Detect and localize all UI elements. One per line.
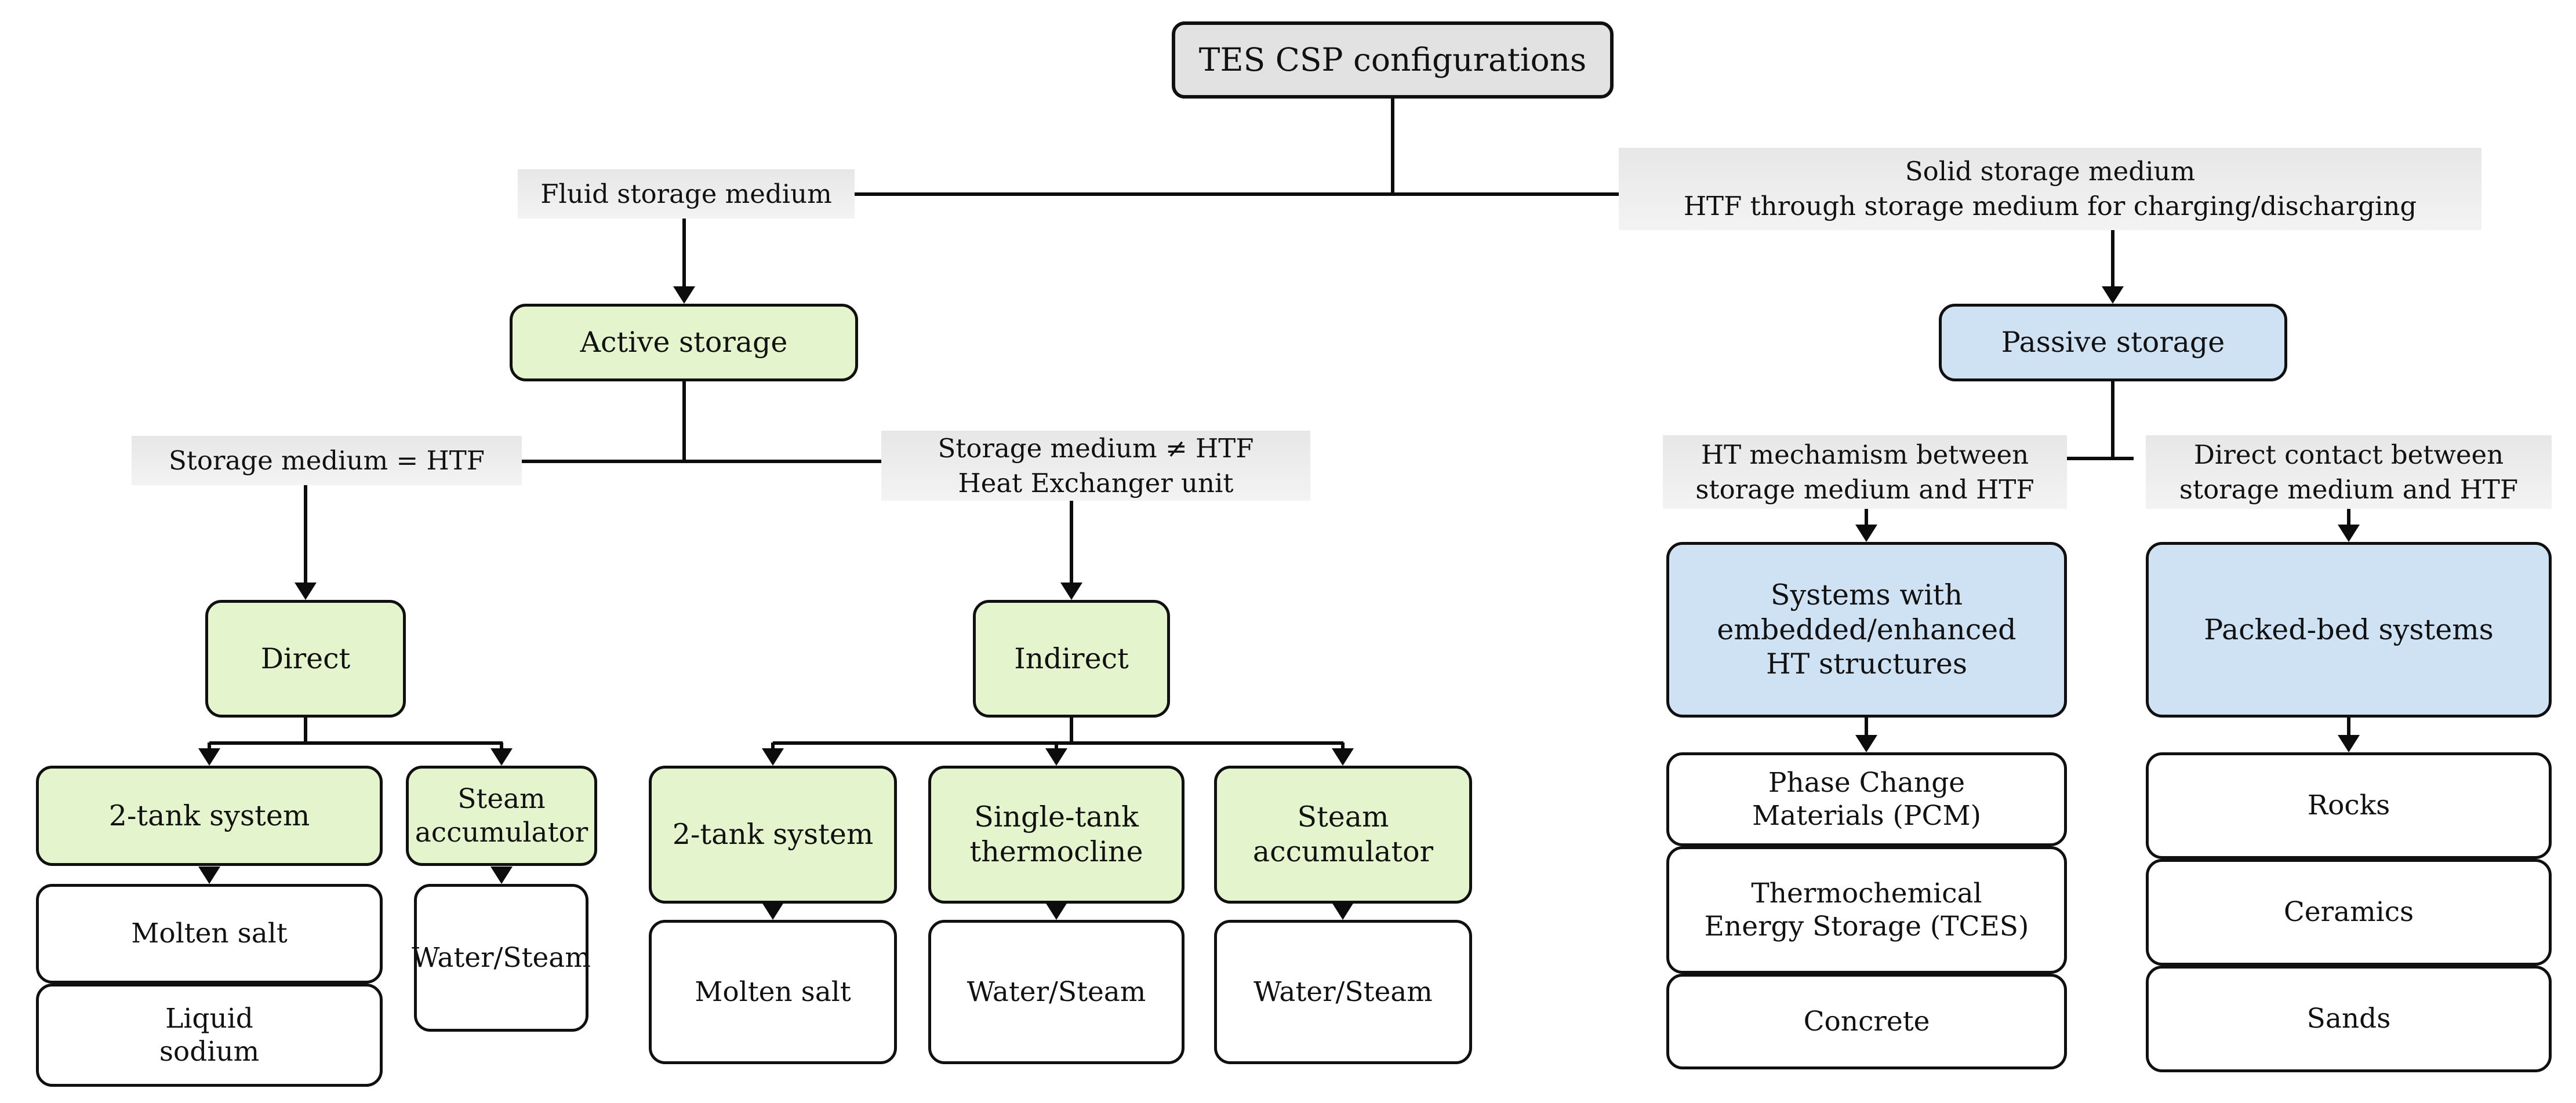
connector-passive-stem <box>2111 381 2114 460</box>
arrow-systems-to-pcm-stem <box>1865 718 1868 738</box>
label-fluid-storage-medium: Fluid storage medium <box>518 169 855 219</box>
arrow-ht-to-systems-head <box>1855 525 1877 542</box>
connector-root-trunk <box>1391 99 1394 195</box>
arrow-fluid-to-active-head <box>673 286 695 304</box>
arrow-neq-to-indirect-stem <box>1070 501 1073 584</box>
node-ceramics: Ceramics <box>2146 859 2552 966</box>
node-water-steam-mid1: Water/Steam <box>928 920 1185 1064</box>
arrow-indirect-to-steamacc-stem <box>1341 742 1345 751</box>
arrow-systems-to-pcm-head <box>1855 735 1877 752</box>
node-concrete: Concrete <box>1666 974 2067 1069</box>
node-water-steam-mid2: Water/Steam <box>1214 920 1472 1064</box>
node-2tank-system-mid: 2-tank system <box>649 766 897 904</box>
node-steam-accumulator-mid: Steam accumulator <box>1214 766 1472 904</box>
arrow-direct-to-steamacc-stem <box>500 742 503 751</box>
connector-direct-stem <box>304 718 307 744</box>
node-root: TES CSP configurations <box>1172 21 1614 99</box>
node-phase-change-materials: Phase Change Materials (PCM) <box>1666 752 2067 846</box>
arrow-dc-to-packed-stem <box>2347 509 2350 527</box>
node-liquid-sodium: Liquid sodium <box>36 984 383 1087</box>
arrow-solid-to-passive-head <box>2102 286 2124 304</box>
arrow-2tankleft-to-moltensalt-head <box>198 867 220 884</box>
label-solid-storage-medium: Solid storage medium HTF through storage… <box>1619 148 2481 230</box>
arrow-eq-to-direct-head <box>295 583 317 600</box>
arrow-indirect-to-2tank-head <box>762 748 784 766</box>
arrow-steamaccleft-to-watersteam-head <box>491 867 513 884</box>
label-storage-medium-not-equal-htf: Storage medium ≠ HTF Heat Exchanger unit <box>881 431 1310 501</box>
node-molten-salt-left: Molten salt <box>36 884 383 984</box>
label-direct-contact-between: Direct contact between storage medium an… <box>2146 435 2552 509</box>
label-storage-medium-equals-htf: Storage medium = HTF <box>132 436 522 485</box>
node-thermochemical-energy-storage: Thermochemical Energy Storage (TCES) <box>1666 846 2067 974</box>
node-sands: Sands <box>2146 966 2552 1072</box>
node-steam-accumulator-left: Steam accumulator <box>406 766 597 866</box>
arrow-indirect-to-2tank-stem <box>771 742 775 751</box>
arrow-indirect-to-singletank-head <box>1045 748 1067 766</box>
arrow-direct-to-2tank-stem <box>208 742 211 751</box>
arrow-solid-to-passive-stem <box>2111 230 2114 288</box>
node-rocks: Rocks <box>2146 752 2552 859</box>
arrow-ht-to-systems-stem <box>1865 509 1868 527</box>
connector-direct-horizontal <box>209 741 503 745</box>
connector-indirect-horizontal <box>773 741 1343 745</box>
connector-indirect-stem <box>1070 718 1073 744</box>
arrow-eq-to-direct-stem <box>304 485 307 584</box>
connector-active-stem <box>682 381 686 463</box>
node-water-steam-left: Water/Steam <box>412 884 591 1032</box>
node-systems-embedded-ht: Systems with embedded/enhanced HT struct… <box>1666 542 2067 718</box>
node-2tank-system-left: 2-tank system <box>36 766 383 866</box>
arrow-packed-to-rocks-stem <box>2347 718 2350 738</box>
arrow-2tankmid-to-moltensalt-head <box>762 902 784 920</box>
label-ht-mechanism-between: HT mechamism between storage medium and … <box>1663 435 2067 509</box>
connector-main-horizontal <box>855 192 1621 196</box>
arrow-direct-to-2tank-head <box>198 748 220 766</box>
arrow-direct-to-steamacc-head <box>491 748 513 766</box>
arrow-dc-to-packed-head <box>2338 525 2360 542</box>
arrow-fluid-to-active-stem <box>682 219 686 288</box>
node-active-storage: Active storage <box>510 304 858 381</box>
arrow-singletank-to-watersteam-head <box>1045 902 1067 920</box>
arrow-steamaccmid-to-watersteam-head <box>1332 902 1354 920</box>
node-indirect: Indirect <box>973 600 1170 718</box>
connector-passive-horizontal <box>2059 457 2134 460</box>
node-molten-salt-mid: Molten salt <box>649 920 897 1064</box>
node-packed-bed-systems: Packed-bed systems <box>2146 542 2552 718</box>
connector-active-horizontal <box>522 460 881 463</box>
node-direct: Direct <box>205 600 406 718</box>
node-passive-storage: Passive storage <box>1939 304 2287 381</box>
arrow-indirect-to-singletank-stem <box>1055 742 1058 751</box>
arrow-packed-to-rocks-head <box>2338 735 2360 752</box>
arrow-neq-to-indirect-head <box>1060 583 1082 600</box>
node-single-tank-thermocline: Single-tank thermocline <box>928 766 1185 904</box>
arrow-indirect-to-steamacc-head <box>1332 748 1354 766</box>
